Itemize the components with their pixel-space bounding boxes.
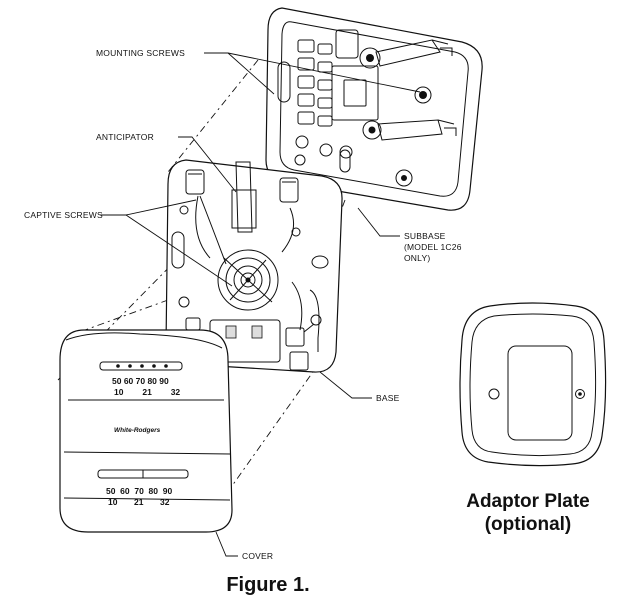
label-anticipator: ANTICIPATOR: [96, 132, 154, 142]
figure-caption: Figure 1.: [226, 574, 309, 596]
label-subbase-only: ONLY): [404, 253, 430, 263]
adaptor-plate-optional: (optional): [485, 514, 572, 535]
label-subbase: SUBBASE: [404, 231, 446, 241]
label-captive-screws: CAPTIVE SCREWS: [24, 210, 103, 220]
adaptor-plate-title: Adaptor Plate: [466, 491, 590, 512]
label-subbase-model: (MODEL 1C26: [404, 242, 462, 252]
adaptor-plate: Adaptor Plate (optional): [459, 302, 607, 535]
celsius-scale-top: 10 21 32: [114, 387, 180, 397]
label-mounting-screws: MOUNTING SCREWS: [96, 48, 185, 58]
leader-lines: [100, 52, 421, 557]
label-cover: COVER: [242, 551, 273, 561]
base: [165, 159, 343, 373]
subbase: [265, 7, 483, 211]
fahrenheit-scale-top: 50 60 70 80 90: [112, 376, 169, 386]
cover: 50 60 70 80 90 10 21 32 White-Rodgers 50…: [59, 329, 233, 533]
label-base: BASE: [376, 393, 400, 403]
fahrenheit-scale-bottom: 50 60 70 80 90: [106, 486, 172, 496]
brand-logo: White-Rodgers: [114, 427, 161, 434]
celsius-scale-bottom: 10 21 32: [108, 497, 170, 507]
